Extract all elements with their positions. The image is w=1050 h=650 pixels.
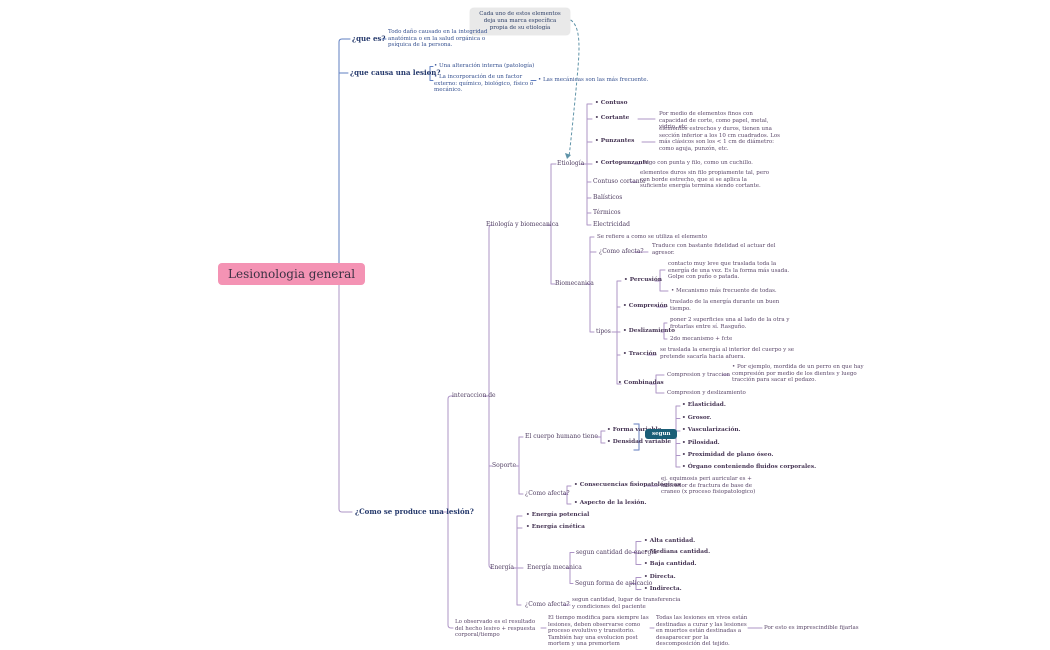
node-energia-cinetica[interactable]: • Energía cinética — [526, 524, 585, 530]
node-compresion-traccion[interactable]: Compresion y traccion — [667, 372, 731, 378]
node-grosor[interactable]: • Grosor. — [682, 415, 712, 421]
node-vascularizacion[interactable]: • Vascularización. — [682, 427, 741, 433]
node-cortopunzante-desc[interactable]: Algo con punta y filo, como un cuchillo. — [643, 160, 753, 166]
node-causa-externa[interactable]: • La incorporación de un factor externo:… — [434, 74, 534, 94]
node-combinadas[interactable]: • Combinadas — [618, 380, 664, 386]
node-traccion-desc[interactable]: se traslada la energía al interior del c… — [660, 347, 795, 360]
node-densidad-variable[interactable]: • Densidad variable — [607, 439, 672, 445]
node-contuso-cortante[interactable]: Contuso cortante — [593, 178, 646, 185]
node-forma-aplicacion[interactable]: Segun forma de aplicacio — [575, 580, 653, 587]
node-elasticidad[interactable]: • Elasticidad. — [682, 402, 726, 408]
node-termicos[interactable]: Térmicos — [593, 209, 621, 216]
node-plano-oseo[interactable]: • Proximidad de plano óseo. — [682, 452, 774, 458]
node-energia-como-afecta-desc[interactable]: segun cantidad, lugar de transferencia y… — [572, 597, 681, 610]
node-energia-como-afecta[interactable]: ¿Como afecta? — [525, 601, 570, 608]
node-pilosidad[interactable]: • Pilosidad. — [682, 440, 720, 446]
node-biomecanica-como-afecta[interactable]: ¿Como afecta? — [599, 248, 644, 255]
node-biomecanica-refiere[interactable]: Se refiere a como se utiliza el elemento — [597, 234, 708, 240]
node-energia[interactable]: Energía — [490, 564, 514, 571]
node-que-es-answer[interactable]: Todo daño causado en la integridad anató… — [388, 29, 488, 49]
node-etiologia-y-biomecanica[interactable]: Etiología y biomecanica — [486, 221, 559, 228]
node-compresion[interactable]: • Compresión — [623, 303, 668, 309]
node-tipos[interactable]: tipos — [596, 328, 611, 335]
node-soporte-como-afecta[interactable]: ¿Como afecta? — [525, 490, 570, 497]
node-electricidad[interactable]: Electricidad — [593, 221, 630, 228]
node-aspecto-lesion[interactable]: • Aspecto de la lesión. — [574, 500, 647, 506]
node-percusion-desc[interactable]: contacto muy leve que traslada toda la e… — [668, 261, 790, 281]
root-node[interactable]: Lesionologia general — [218, 263, 366, 285]
node-etiologia[interactable]: Etiología — [557, 160, 585, 167]
segun-button[interactable]: segun — [645, 429, 678, 439]
node-percusion-nota[interactable]: • Mecanismo más frecuente de todas. — [671, 288, 777, 294]
node-lesiones-destino[interactable]: Todas las lesiones en vivos están destin… — [656, 615, 748, 648]
node-causa-mecanicas[interactable]: • Las mecánicas son las más frecuente. — [538, 77, 649, 83]
node-contuso-cortante-desc[interactable]: elementos duros sin filo propiamente tal… — [640, 170, 770, 190]
node-lo-observado[interactable]: Lo observado es el resultado del hecho l… — [455, 619, 536, 639]
node-segun-cantidad[interactable]: segun cantidad de energía — [576, 549, 657, 556]
node-compresion-desc[interactable]: traslado de la energía durante un buen t… — [670, 299, 780, 312]
node-biomecanica[interactable]: Biomecanica — [555, 280, 594, 287]
node-balisticos[interactable]: Balísticos — [593, 194, 623, 201]
node-fluidos-corporales[interactable]: • Órgano conteniendo fluidos corporales. — [682, 464, 817, 470]
node-deslizamiento-desc[interactable]: poner 2 superficies una al lado de la ot… — [670, 317, 790, 330]
node-soporte[interactable]: Soporte — [492, 462, 517, 469]
node-cortante[interactable]: • Cortante — [595, 115, 630, 121]
node-deslizamiento-nota[interactable]: 2do mecanismo + fcte — [670, 336, 733, 342]
node-baja-cantidad[interactable]: • Baja cantidad. — [644, 561, 697, 567]
node-que-es[interactable]: ¿que es? — [352, 34, 386, 43]
node-interaccion-de[interactable]: interaccion de — [452, 392, 496, 399]
node-tiempo-modifica[interactable]: El tiempo modifica para siempre las lesi… — [548, 615, 649, 648]
node-energia-mecanica[interactable]: Energía mecanica — [527, 564, 582, 571]
note-etiologia-marca[interactable]: Cada uno de estos elementos deja una mar… — [470, 8, 570, 35]
node-alta-cantidad[interactable]: • Alta cantidad. — [644, 538, 696, 544]
node-punzantes-desc[interactable]: elementos estrechos y duros, tienen una … — [659, 126, 780, 152]
node-contuso[interactable]: • Contuso — [595, 100, 628, 106]
node-traccion[interactable]: • Tracción — [623, 351, 657, 357]
node-indirecta[interactable]: • Indirecta. — [644, 586, 682, 592]
node-deslizamiento[interactable]: • Deslizamiento — [623, 328, 675, 334]
node-compresion-deslizamiento[interactable]: Compresion y deslizamiento — [667, 390, 746, 396]
node-fijarlas[interactable]: Por esto es imprescindible fijarlas — [764, 625, 859, 631]
node-que-causa[interactable]: ¿que causa una lesion? — [350, 68, 441, 77]
node-energia-potencial[interactable]: • Energía potencial — [526, 512, 590, 518]
node-compresion-traccion-desc[interactable]: • Por ejemplo, mordida de un perro en qu… — [732, 364, 864, 384]
node-cortopunzante[interactable]: • Cortopunzante — [595, 160, 649, 166]
node-como-se-produce[interactable]: ¿Como se produce una lesión? — [355, 507, 474, 516]
node-percusion[interactable]: • Percusión — [624, 277, 662, 283]
node-directa[interactable]: • Directa. — [644, 574, 676, 580]
node-cortante-desc[interactable]: Por medio de elementos finos con capacid… — [659, 111, 769, 131]
node-biomecanica-como-afecta-desc[interactable]: Traduce con bastante fidelidad el actuar… — [652, 243, 776, 256]
node-consecuencias-desc[interactable]: ej. equimosis peri auricular es + indica… — [661, 476, 756, 496]
node-cuerpo-humano[interactable]: El cuerpo humano tiene — [525, 433, 598, 440]
node-consecuencias[interactable]: • Consecuencias fisiopatológicas — [574, 482, 681, 488]
node-forma-variable[interactable]: • Forma variable — [607, 427, 662, 433]
node-causa-interna[interactable]: • Una alteración interna (patología) — [434, 63, 535, 69]
node-mediana-cantidad[interactable]: • Mediana cantidad. — [644, 549, 711, 555]
node-punzantes[interactable]: • Punzantes — [595, 138, 635, 144]
